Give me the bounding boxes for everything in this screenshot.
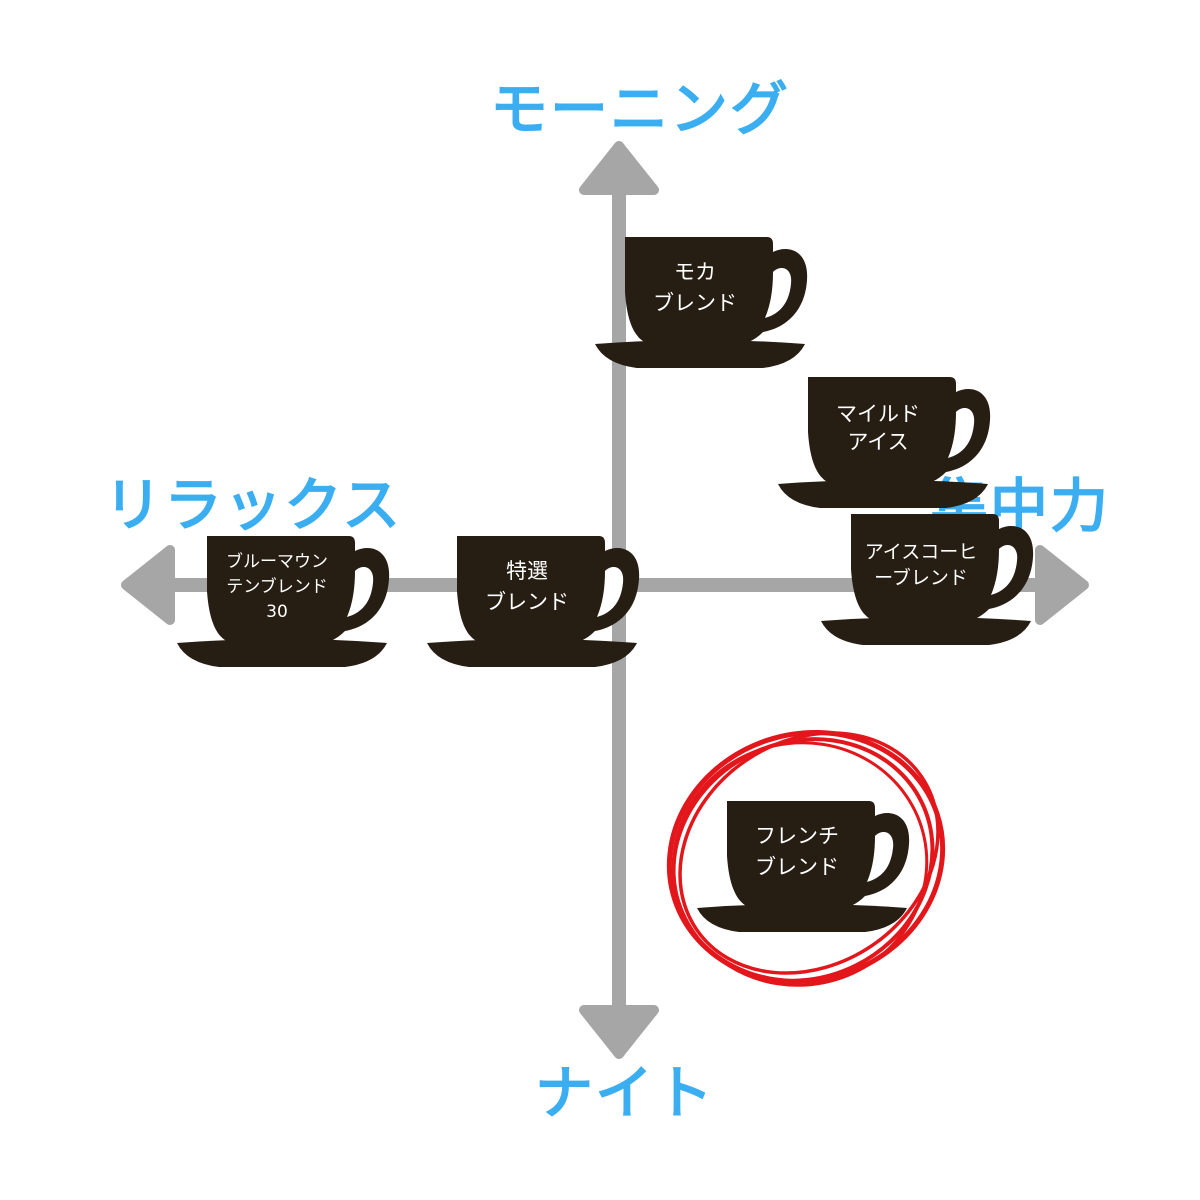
cup-label-line: ブレンド [653,291,737,315]
cup-special: 特選 ブレンド [427,531,657,681]
down-arrow [579,1005,659,1059]
right-arrow [1035,545,1089,625]
cup-blue-mountain: ブルーマウン テンブレンド 30 [177,531,407,681]
cup-label-line: ブレンド [755,855,839,879]
left-arrow [121,545,175,625]
cup-label: アイスコーヒ ーブレンド [841,509,1001,621]
cup-ice-coffee: アイスコーヒ ーブレンド [821,509,1051,659]
cup-label-line: アイス [847,430,909,454]
axis-label-night: ナイト [535,1059,716,1127]
cup-label: フレンチ ブレンド [717,796,877,908]
cup-label: 特選 ブレンド [447,531,607,643]
cup-label-line: テンブレンド [226,576,328,597]
axis-label-morning: モーニング [490,75,791,143]
cup-label-line: ブレンド [485,590,569,614]
up-arrow [579,141,659,195]
cup-label-line: ーブレンド [874,567,968,589]
cup-mocha: モカ ブレンド [595,232,825,382]
cup-label: モカ ブレンド [615,232,775,344]
cup-label: マイルド アイス [798,372,958,484]
axis-label-relax: リラックス [104,471,403,539]
cup-label-line: ブルーマウン [226,551,328,572]
cup-label-line: モカ [674,260,716,284]
cup-french: フレンチ ブレンド [697,796,927,946]
cup-label-line: 30 [266,601,288,622]
cup-label-line: アイスコーヒ [864,541,978,563]
cup-mild-ice: マイルド アイス [778,372,1008,522]
cup-label-line: 特選 [506,559,548,583]
cup-label: ブルーマウン テンブレンド 30 [197,531,357,643]
cup-label-line: マイルド [836,402,920,426]
cup-label-line: フレンチ [755,824,839,848]
